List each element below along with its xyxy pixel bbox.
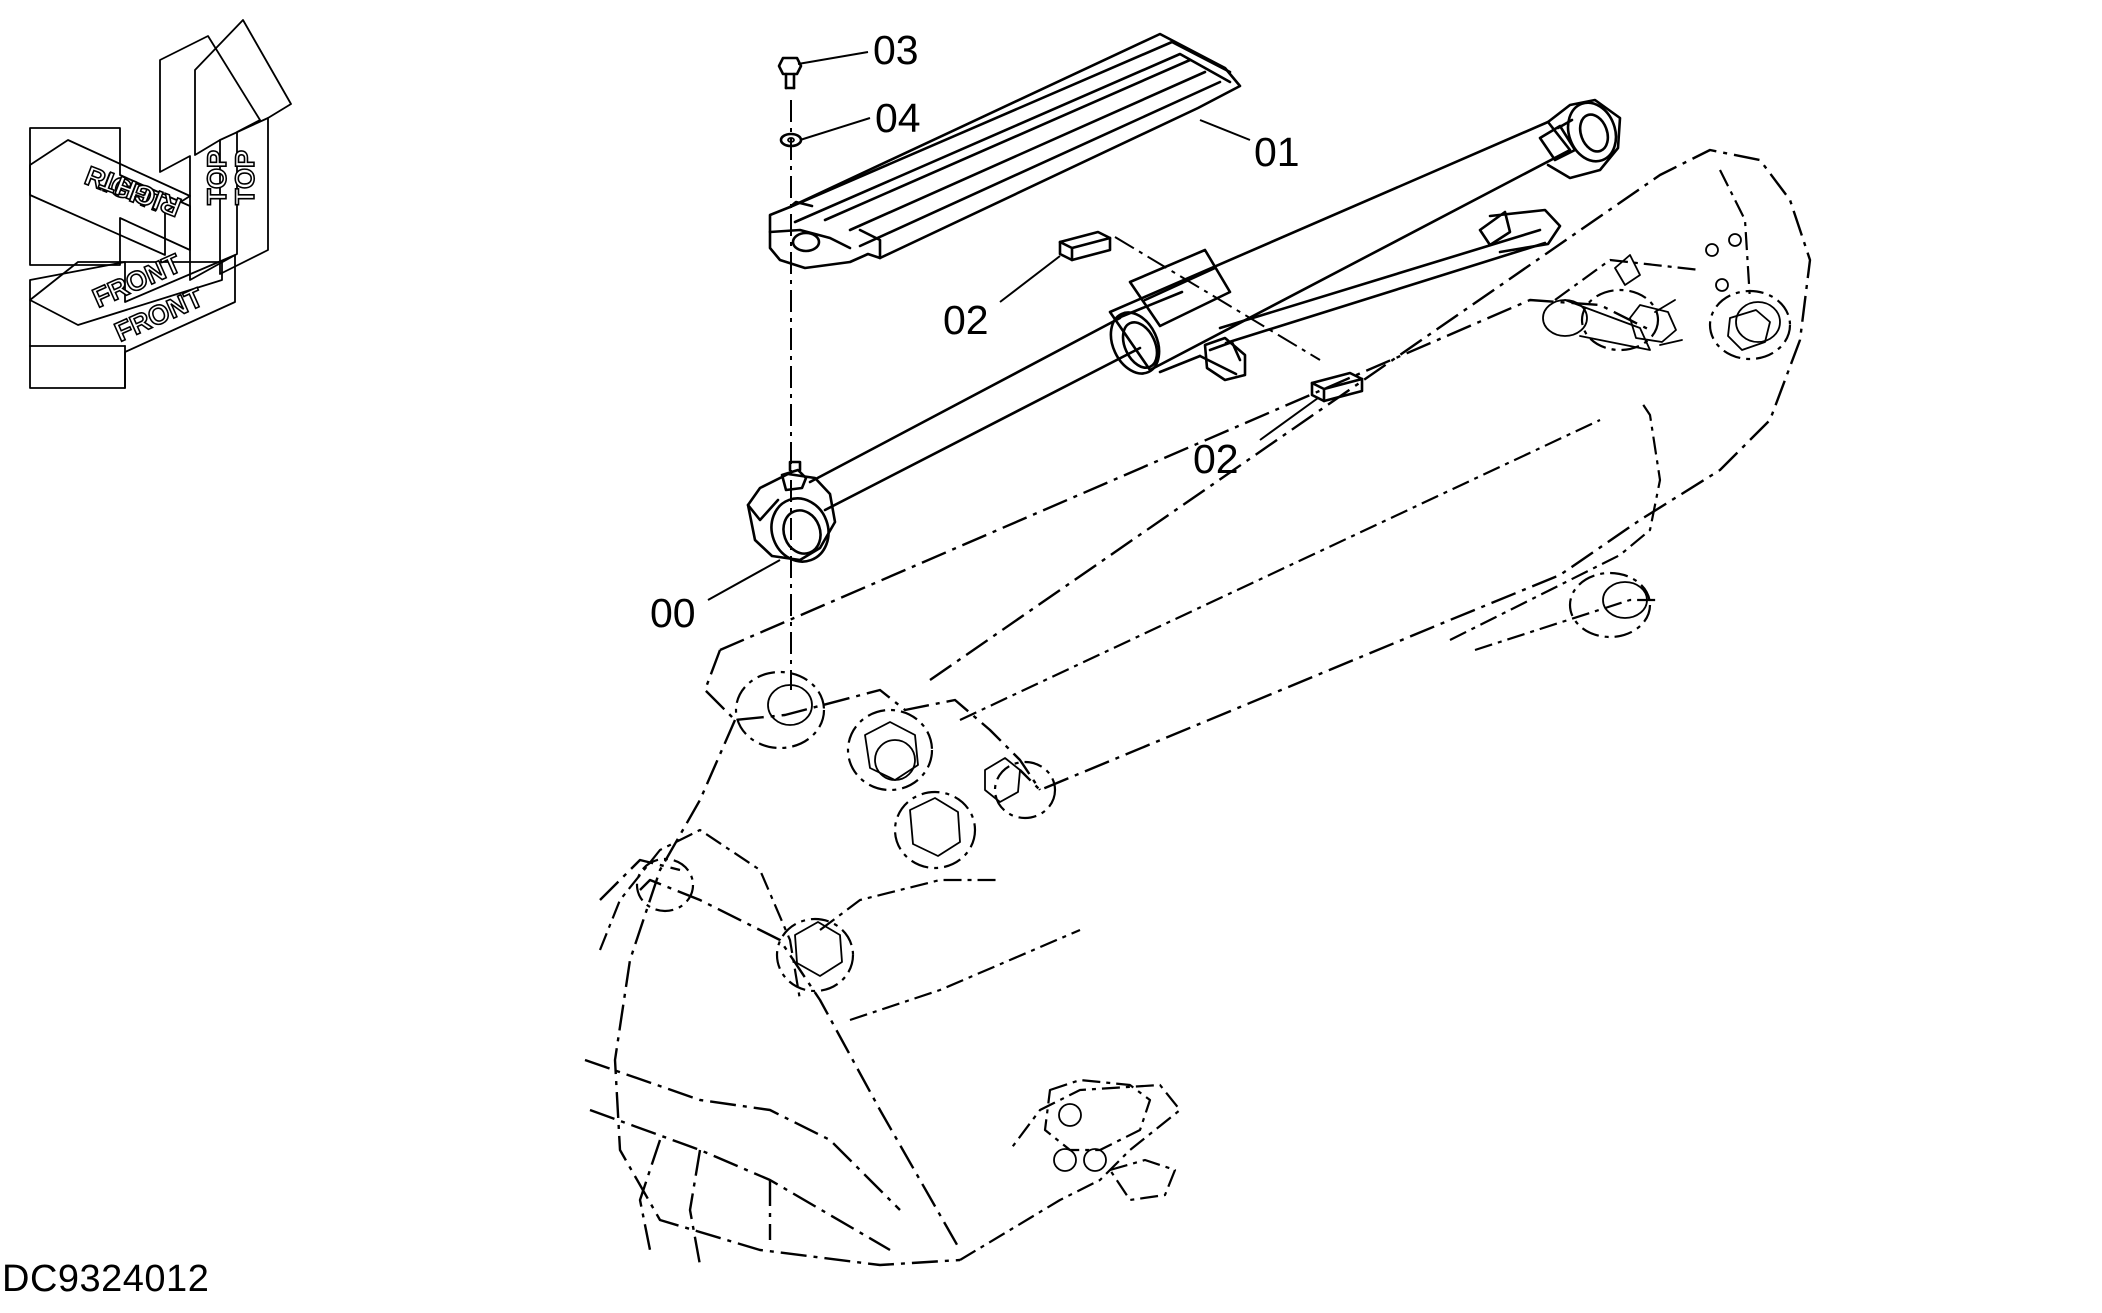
callout-00: 00 xyxy=(650,590,696,636)
callout-01: 01 xyxy=(1254,129,1300,175)
phantom-arm-and-bucket xyxy=(584,148,1812,1267)
bolt-part-03 xyxy=(777,56,803,90)
pad-part-02-upper xyxy=(1058,230,1112,262)
axis-label-top-outer: TOP xyxy=(230,150,260,205)
leader-lines xyxy=(707,51,1319,601)
callout-03: 03 xyxy=(873,27,919,73)
callouts: 03 04 01 02 02 00 xyxy=(650,27,1300,636)
pad-part-02-lower xyxy=(1310,371,1364,403)
document-id: DC9324012 xyxy=(2,1258,210,1300)
callout-04: 04 xyxy=(875,95,921,141)
callout-02-upper: 02 xyxy=(943,297,989,343)
cover-part-01 xyxy=(768,32,1242,270)
axis-label-top-inner: TOP xyxy=(202,150,232,205)
orientation-indicator: TOP TOP RIGHT RIGHT FRONT FRONT xyxy=(29,19,292,389)
callout-02-lower: 02 xyxy=(1193,436,1239,482)
cylinder-part-00 xyxy=(746,98,1622,563)
